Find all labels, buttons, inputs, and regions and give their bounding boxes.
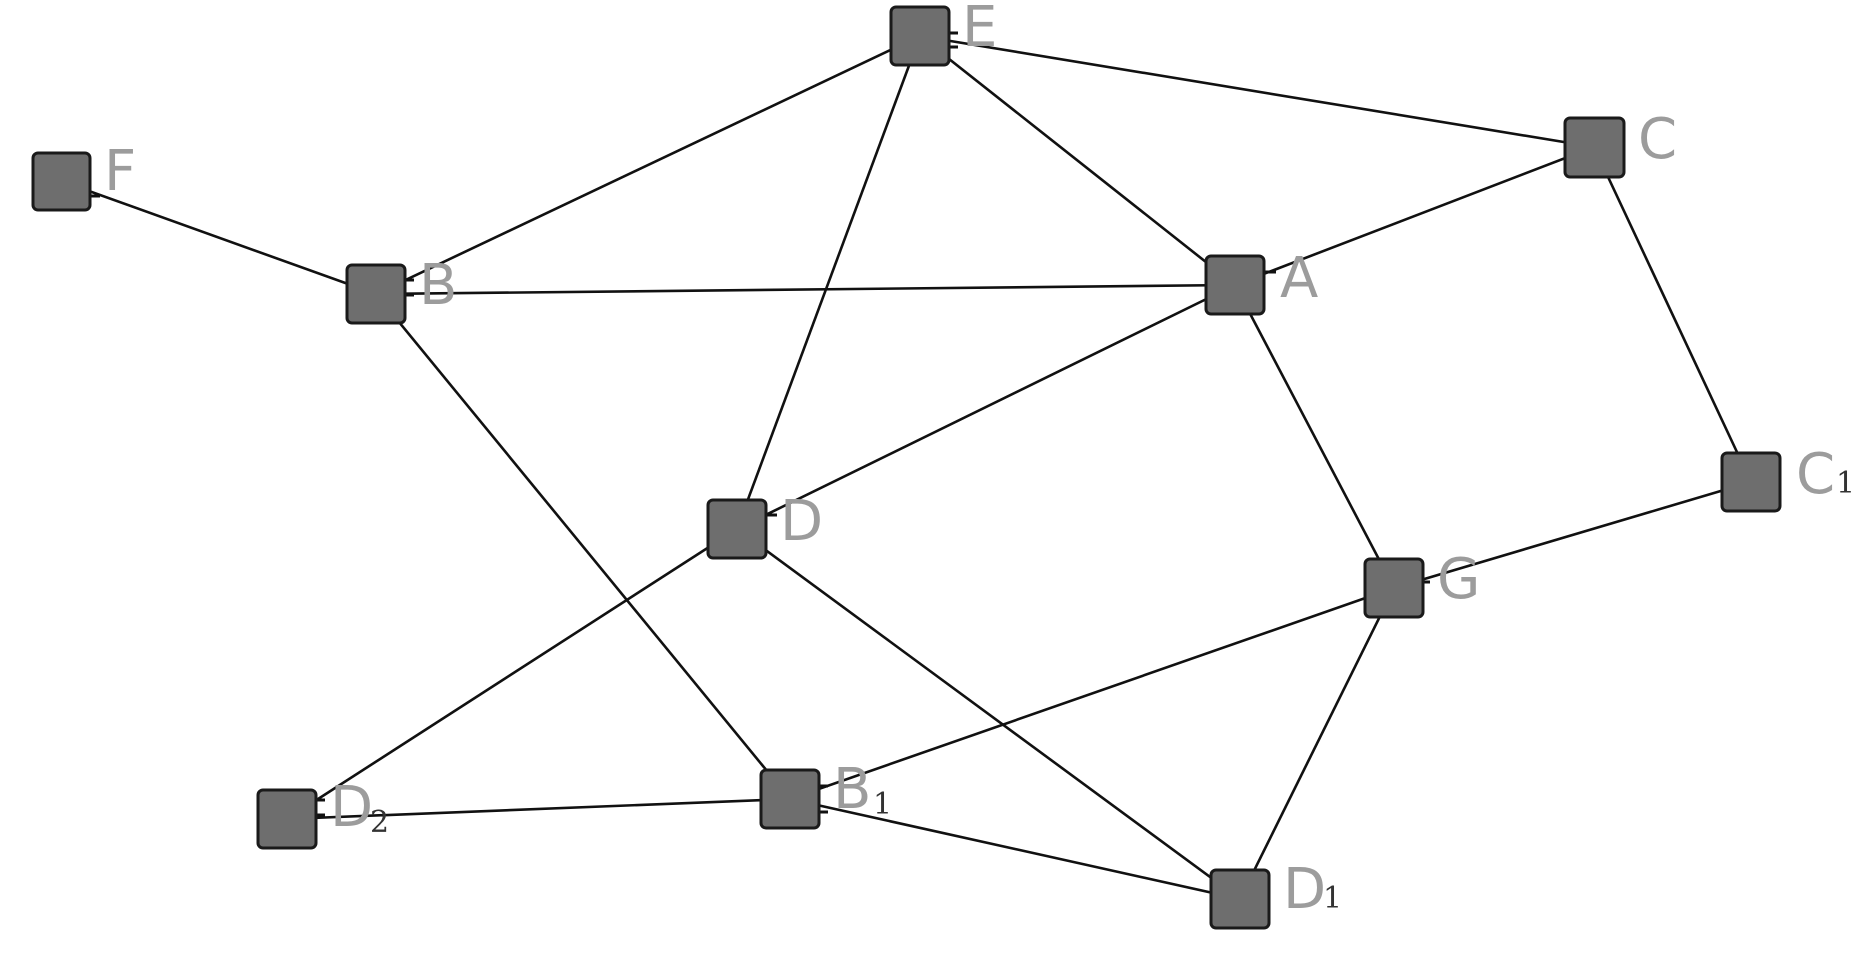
node-E-label: E bbox=[962, 0, 997, 60]
edge-A-G bbox=[1233, 284, 1396, 589]
node-B-box bbox=[345, 263, 407, 325]
node-B1-box bbox=[759, 768, 821, 830]
node-G: G bbox=[1363, 547, 1480, 619]
node-D1: D 1 bbox=[1209, 857, 1342, 930]
node-B-label: B bbox=[419, 253, 457, 318]
edge-C-A bbox=[1234, 145, 1595, 287]
node-B1-label: B bbox=[833, 757, 871, 822]
node-D-label: D bbox=[780, 489, 823, 554]
node-D1-subscript: 1 bbox=[1323, 881, 1342, 916]
node-A-label: A bbox=[1280, 246, 1318, 311]
node-D: D bbox=[706, 489, 823, 560]
edge-B-B1 bbox=[374, 293, 792, 800]
node-C1-label: C bbox=[1796, 442, 1835, 507]
edge-C1-G bbox=[1393, 480, 1752, 590]
node-D2-subscript: 2 bbox=[370, 805, 389, 840]
edge-C-C1 bbox=[1592, 146, 1753, 483]
node-C-label: C bbox=[1638, 107, 1677, 172]
edge-E-A bbox=[919, 34, 1236, 287]
edge-E-B bbox=[375, 34, 921, 296]
edge-F-B bbox=[60, 179, 377, 296]
edge-D-D2 bbox=[286, 527, 738, 821]
edge-E-C bbox=[919, 34, 1595, 149]
node-D-box bbox=[706, 498, 768, 560]
edge-B1-D1 bbox=[789, 797, 1241, 901]
node-G-label: G bbox=[1437, 547, 1480, 612]
node-B: B bbox=[345, 253, 457, 325]
node-C1: C 1 bbox=[1720, 442, 1855, 513]
node-A: A bbox=[1204, 246, 1318, 316]
node-C: C bbox=[1563, 107, 1677, 179]
node-A-box bbox=[1204, 254, 1266, 316]
node-E: E bbox=[889, 0, 997, 67]
edge-B-A bbox=[375, 283, 1236, 296]
node-B1-subscript: 1 bbox=[873, 787, 892, 822]
node-C1-subscript: 1 bbox=[1836, 466, 1855, 501]
edge-A-D bbox=[736, 283, 1236, 531]
node-D2: D 2 bbox=[256, 775, 389, 850]
edge-D2-B1 bbox=[286, 797, 791, 821]
node-F-box bbox=[31, 151, 92, 212]
edge-G-D1 bbox=[1238, 587, 1396, 900]
node-D1-box bbox=[1209, 868, 1271, 930]
node-C-box bbox=[1563, 116, 1626, 179]
edge-D-D1 bbox=[736, 527, 1241, 901]
edge-E-D bbox=[735, 35, 922, 530]
node-C1-box bbox=[1720, 451, 1782, 513]
node-F: F bbox=[31, 139, 136, 212]
edge-G-B1 bbox=[789, 586, 1395, 801]
node-E-box bbox=[889, 5, 951, 67]
node-D2-label: D bbox=[330, 775, 373, 840]
edges bbox=[60, 34, 1753, 901]
node-D2-box bbox=[256, 788, 318, 850]
node-B1: B 1 bbox=[759, 757, 892, 830]
node-G-box bbox=[1363, 557, 1425, 619]
node-D1-label: D bbox=[1283, 857, 1326, 922]
node-F-label: F bbox=[104, 139, 136, 204]
